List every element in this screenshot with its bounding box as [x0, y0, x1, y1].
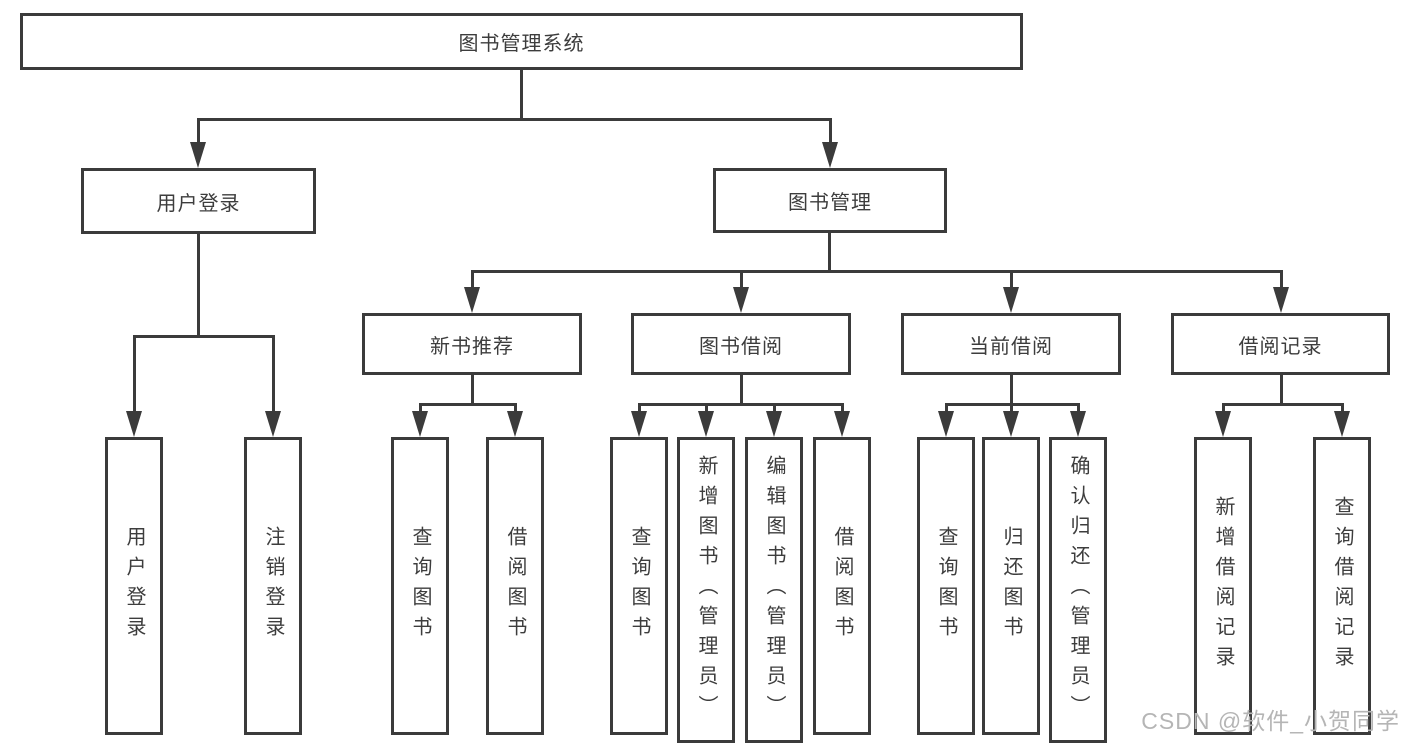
arrowhead-cb-confirm [1070, 411, 1086, 437]
connector-bookborrow-shaft [740, 270, 743, 290]
connector-br-add-shaft [1222, 403, 1225, 415]
leaf-borrowing-add-books-admin: 新增图书（管理员） [677, 437, 735, 743]
connector-cb-return-shaft [1010, 403, 1013, 415]
node-book-borrowing: 图书借阅 [631, 313, 851, 375]
connector-login-shaft [133, 335, 136, 415]
leaf-records-query-borrow-record-label: 查询借阅记录 [1331, 496, 1353, 676]
node-current-borrowing-label: 当前借阅 [969, 335, 1053, 358]
arrowhead-borrow-records [1273, 287, 1289, 313]
connector-nb-query-shaft [419, 403, 422, 415]
connector-records-shaft [1280, 270, 1283, 290]
leaf-newbooks-query-books-label: 查询图书 [409, 526, 431, 646]
connector-bb-edit-shaft [773, 403, 776, 415]
connector-bookmgmt-shaft [829, 118, 832, 148]
connector-userlogin-shaft [197, 118, 200, 148]
arrowhead-cb-query [938, 411, 954, 437]
node-current-borrowing: 当前借阅 [901, 313, 1121, 375]
connector-bb-borrow-shaft [841, 403, 844, 415]
leaf-current-return-books: 归还图书 [982, 437, 1040, 735]
node-borrow-records: 借阅记录 [1171, 313, 1390, 375]
leaf-borrowing-add-books-admin-label: 新增图书（管理员） [695, 455, 717, 725]
arrowhead-nb-borrow [507, 411, 523, 437]
leaf-records-add-borrow-record-label: 新增借阅记录 [1212, 496, 1234, 676]
arrowhead-logout [265, 411, 281, 437]
arrowhead-bb-borrow [834, 411, 850, 437]
leaf-borrowing-borrow-books: 借阅图书 [813, 437, 871, 735]
leaf-current-confirm-return-admin: 确认归还（管理员） [1049, 437, 1107, 743]
connector-bb-query-shaft [638, 403, 641, 415]
node-book-borrowing-label: 图书借阅 [699, 335, 783, 358]
leaf-current-query-books: 查询图书 [917, 437, 975, 735]
arrowhead-nb-query [412, 411, 428, 437]
leaf-user-login: 用户登录 [105, 437, 163, 735]
connector-bookborrow-bar [638, 403, 844, 406]
leaf-user-login-label: 用户登录 [123, 526, 145, 646]
leaf-logout-label: 注销登录 [262, 526, 284, 646]
arrowhead-br-add [1215, 411, 1231, 437]
leaf-current-return-books-label: 归还图书 [1000, 526, 1022, 646]
arrowhead-br-query [1334, 411, 1350, 437]
leaf-records-add-borrow-record: 新增借阅记录 [1194, 437, 1252, 735]
arrowhead-cb-return [1003, 411, 1019, 437]
connector-bookborrow-drop [740, 375, 743, 406]
connector-newbooks-shaft [471, 270, 474, 290]
leaf-newbooks-borrow-books-label: 借阅图书 [504, 526, 526, 646]
connector-curborrow-shaft [1010, 270, 1013, 290]
connector-records-drop [1280, 375, 1283, 406]
csdn-watermark: CSDN @软件_小贺同学 [1141, 708, 1400, 734]
arrowhead-current-borrowing [1003, 287, 1019, 313]
node-new-book-recommend-label: 新书推荐 [430, 335, 514, 358]
connector-newbooks-drop [471, 375, 474, 406]
leaf-current-query-books-label: 查询图书 [935, 526, 957, 646]
connector-level3-bar [471, 270, 1282, 273]
connector-userlogin-bar [133, 335, 275, 338]
leaf-borrowing-edit-books-admin-label: 编辑图书（管理员） [763, 455, 785, 725]
leaf-newbooks-borrow-books: 借阅图书 [486, 437, 544, 735]
node-borrow-records-label: 借阅记录 [1238, 335, 1323, 358]
connector-bb-add-shaft [705, 403, 708, 415]
leaf-borrowing-edit-books-admin: 编辑图书（管理员） [745, 437, 803, 743]
node-book-management-label: 图书管理 [788, 192, 872, 214]
node-new-book-recommend: 新书推荐 [362, 313, 582, 375]
connector-root-drop [520, 70, 523, 121]
arrowhead-login [126, 411, 142, 437]
leaf-records-query-borrow-record: 查询借阅记录 [1313, 437, 1371, 735]
arrowhead-bb-add [698, 411, 714, 437]
connector-level2-bar [197, 118, 831, 121]
connector-userlogin-drop [197, 234, 200, 338]
leaf-borrowing-borrow-books-label: 借阅图书 [831, 526, 853, 646]
arrowhead-bb-query [631, 411, 647, 437]
leaf-borrowing-query-books-label: 查询图书 [628, 526, 650, 646]
node-root-label: 图书管理系统 [458, 33, 585, 55]
connector-nb-borrow-shaft [514, 403, 517, 415]
node-user-login: 用户登录 [81, 168, 316, 234]
leaf-newbooks-query-books: 查询图书 [391, 437, 449, 735]
connector-bookmgmt-drop [828, 233, 831, 273]
leaf-logout: 注销登录 [244, 437, 302, 735]
connector-cb-query-shaft [945, 403, 948, 415]
node-root: 图书管理系统 [20, 13, 1023, 70]
node-user-login-label: 用户登录 [156, 192, 241, 215]
arrowhead-bb-edit [766, 411, 782, 437]
connector-cb-confirm-shaft [1077, 403, 1080, 415]
node-book-management: 图书管理 [713, 168, 947, 233]
arrowhead-new-books [464, 287, 480, 313]
arrowhead-book-management [822, 142, 838, 168]
leaf-borrowing-query-books: 查询图书 [610, 437, 668, 735]
leaf-current-confirm-return-admin-label: 确认归还（管理员） [1067, 455, 1089, 725]
connector-logout-shaft [272, 335, 275, 415]
arrowhead-user-login [190, 142, 206, 168]
connector-br-query-shaft [1341, 403, 1344, 415]
connector-newbooks-bar [419, 403, 517, 406]
connector-records-bar [1222, 403, 1344, 406]
arrowhead-book-borrowing [733, 287, 749, 313]
connector-curborrow-drop [1010, 375, 1013, 406]
